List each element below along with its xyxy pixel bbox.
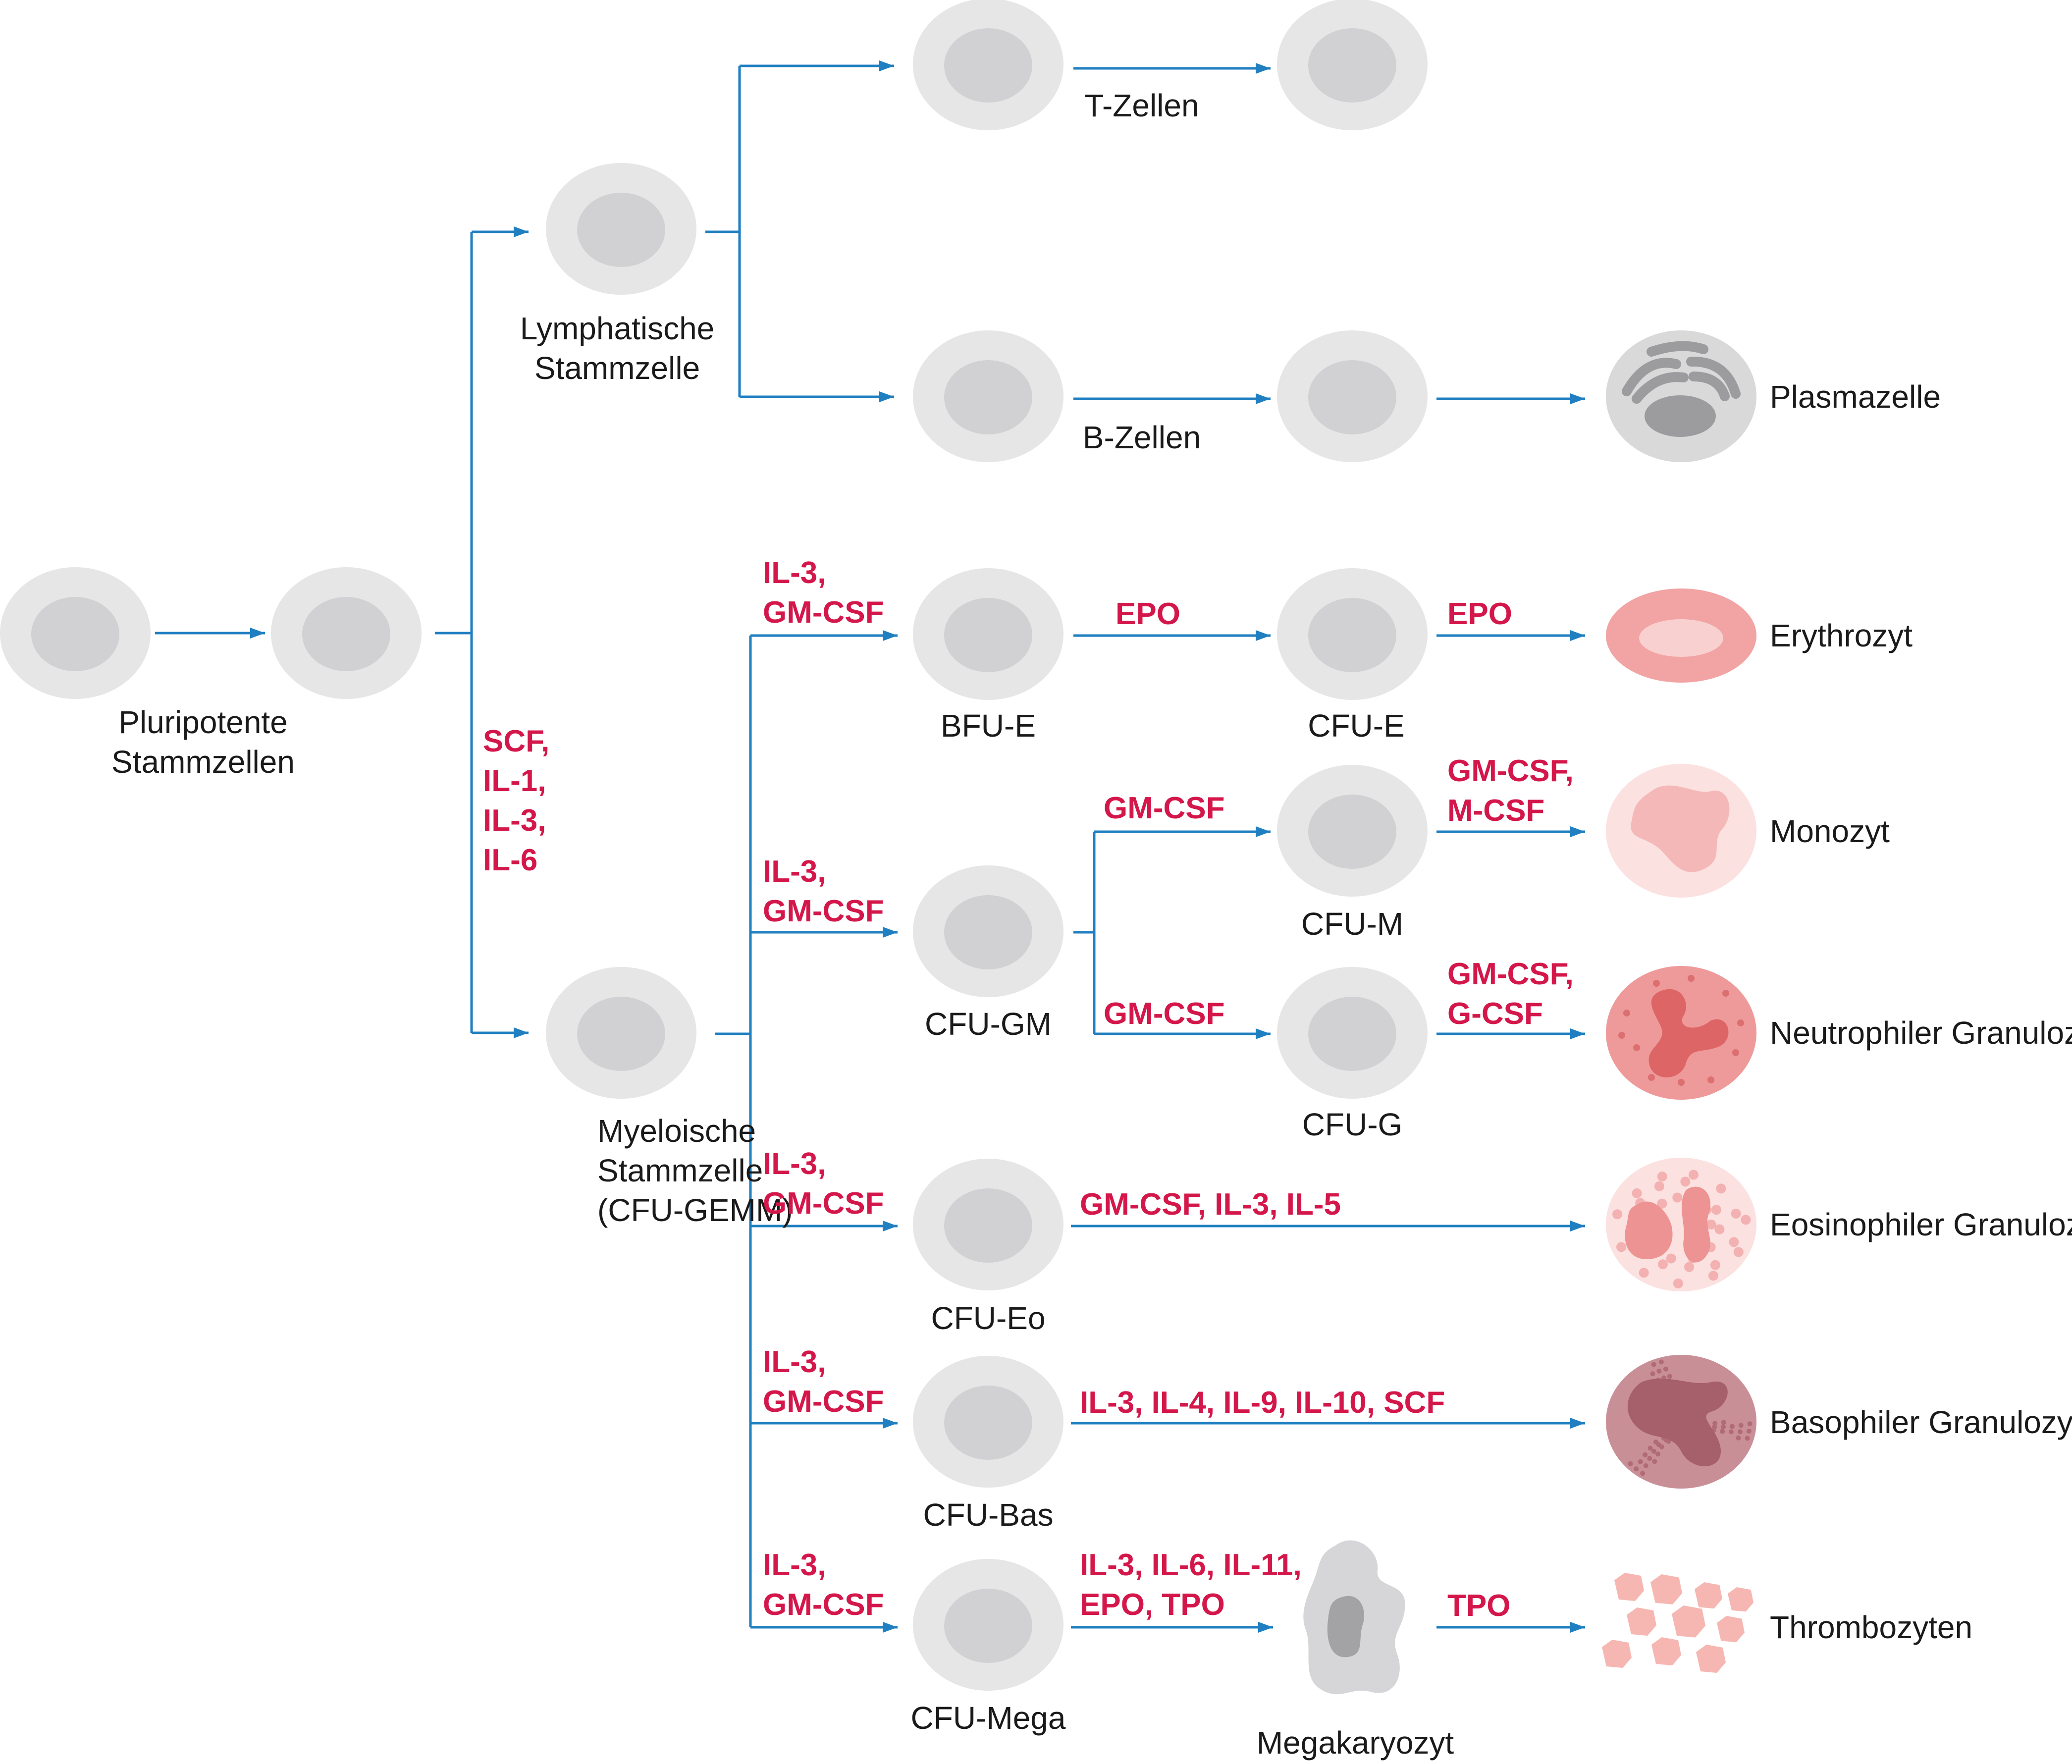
edge-b2-plasma-arrowhead xyxy=(1570,393,1585,404)
cell-thrombocytes xyxy=(1602,1573,1753,1673)
edge-stem1-stem2-arrowhead xyxy=(250,628,265,639)
edge-to-cfumega-arrowhead xyxy=(883,1622,898,1633)
factor-to-bfue: IL-3,GM-CSF xyxy=(763,556,884,630)
label-cfueo: CFU-Eo xyxy=(931,1300,1045,1336)
edge-to-cfum-arrowhead xyxy=(1256,826,1271,837)
cell-basophil xyxy=(1606,1355,1756,1489)
label-baso: Basophiler Granulozyt xyxy=(1770,1404,2072,1440)
edge-to-cfubas-arrowhead xyxy=(883,1418,898,1429)
edge-to-t1-arrowhead xyxy=(879,60,894,71)
factor-gm-g: GM-CSF xyxy=(1104,997,1225,1031)
factor-cfue-ery: EPO xyxy=(1447,597,1512,631)
cell-cfue xyxy=(1277,568,1428,700)
label-cfum: CFU-M xyxy=(1301,906,1403,942)
edge-cfueo-eos-arrowhead xyxy=(1570,1221,1585,1231)
cell-plasma xyxy=(1606,330,1756,462)
label-cfugm: CFU-GM xyxy=(925,1006,1052,1042)
label-mono: Monozyt xyxy=(1770,813,1890,849)
cell-cfug xyxy=(1277,967,1428,1099)
cell-stem2 xyxy=(271,567,422,699)
factor-g-neutro: GM-CSF,G-CSF xyxy=(1447,957,1574,1031)
edge-cfug-neutro-arrowhead xyxy=(1570,1028,1585,1039)
edge-t1-t2-arrowhead xyxy=(1256,63,1271,74)
factor-scf: SCF,IL-1,IL-3,IL-6 xyxy=(483,724,549,877)
label-cfug: CFU-G xyxy=(1302,1107,1403,1142)
edge-b1-b2-arrowhead xyxy=(1256,393,1271,404)
edge-to-lymph-arrowhead xyxy=(514,226,529,237)
edge-bfue-cfue-arrowhead xyxy=(1256,630,1271,641)
factor-mega-thrombo: TPO xyxy=(1447,1589,1510,1623)
factor-gm-m: GM-CSF xyxy=(1104,791,1225,825)
cell-myelo xyxy=(546,967,696,1099)
cell-megakaryocyte xyxy=(1303,1540,1405,1695)
label-mega: Megakaryozyt xyxy=(1257,1725,1454,1761)
cell-cfumega xyxy=(913,1559,1063,1691)
edge-label-b-cells: B-Zellen xyxy=(1083,420,1201,455)
cell-b1 xyxy=(913,330,1063,462)
factor-to-cfugm: IL-3,GM-CSF xyxy=(763,855,884,928)
label-eos: Eosinophiler Granulozyt xyxy=(1770,1207,2072,1242)
factor-eo-eos: GM-CSF, IL-3, IL-5 xyxy=(1080,1187,1341,1222)
edge-to-bfue-arrowhead xyxy=(883,630,898,641)
label-cfubas: CFU-Bas xyxy=(923,1497,1053,1533)
label-bfue: BFU-E xyxy=(941,708,1036,744)
cell-cfugm xyxy=(913,865,1063,997)
cell-cfueo xyxy=(913,1159,1063,1290)
cell-cfum xyxy=(1277,765,1428,897)
cell-t2 xyxy=(1277,0,1428,130)
factor-to-cfueo: IL-3,GM-CSF xyxy=(763,1147,884,1221)
edge-cfumega-mega-arrowhead xyxy=(1258,1622,1273,1633)
cell-stem1 xyxy=(0,567,151,699)
label-neutro: Neutrophiler Granulozyt xyxy=(1770,1015,2072,1051)
cell-eosinophil xyxy=(1606,1158,1756,1291)
label-cfue: CFU-E xyxy=(1308,708,1405,744)
edges-layer xyxy=(155,60,1585,1633)
cell-bfue xyxy=(913,568,1063,700)
cell-erythrocyte xyxy=(1606,588,1756,683)
edge-to-myelo-arrowhead xyxy=(514,1027,529,1038)
cell-neutrophil xyxy=(1606,966,1756,1100)
factor-bas-baso: IL-3, IL-4, IL-9, IL-10, SCF xyxy=(1080,1386,1445,1420)
factor-to-cfumega: IL-3,GM-CSF xyxy=(763,1548,884,1622)
label-ery: Erythrozyt xyxy=(1770,618,1913,653)
label-plasma: Plasmazelle xyxy=(1770,379,1941,415)
edge-cfubas-baso-arrowhead xyxy=(1570,1418,1585,1429)
edge-cfue-ery-arrowhead xyxy=(1570,630,1585,641)
label-thrombo: Thrombozyten xyxy=(1770,1609,1972,1645)
edge-label-t-cells: T-Zellen xyxy=(1084,88,1199,123)
cell-lymph xyxy=(546,163,696,295)
edge-to-cfugm-arrowhead xyxy=(883,927,898,938)
edge-to-b1-arrowhead xyxy=(879,391,894,402)
label-cfumega: CFU-Mega xyxy=(911,1700,1066,1736)
edge-cfum-mono-arrowhead xyxy=(1570,826,1585,837)
cell-b2 xyxy=(1277,330,1428,462)
edge-mega-thrombo-arrowhead xyxy=(1570,1622,1585,1633)
factor-bfue-cfue: EPO xyxy=(1116,597,1180,631)
cells-layer xyxy=(0,0,1756,1695)
edge-to-cfueo-arrowhead xyxy=(883,1221,898,1231)
cell-cfubas xyxy=(913,1356,1063,1488)
edge-to-cfug-arrowhead xyxy=(1256,1028,1271,1039)
cell-t1 xyxy=(913,0,1063,130)
factor-to-cfubas: IL-3,GM-CSF xyxy=(763,1345,884,1419)
cell-monocyte xyxy=(1606,764,1756,898)
factor-m-mono: GM-CSF,M-CSF xyxy=(1447,754,1574,828)
factor-mega-mega: IL-3, IL-6, IL-11,EPO, TPO xyxy=(1080,1548,1302,1622)
